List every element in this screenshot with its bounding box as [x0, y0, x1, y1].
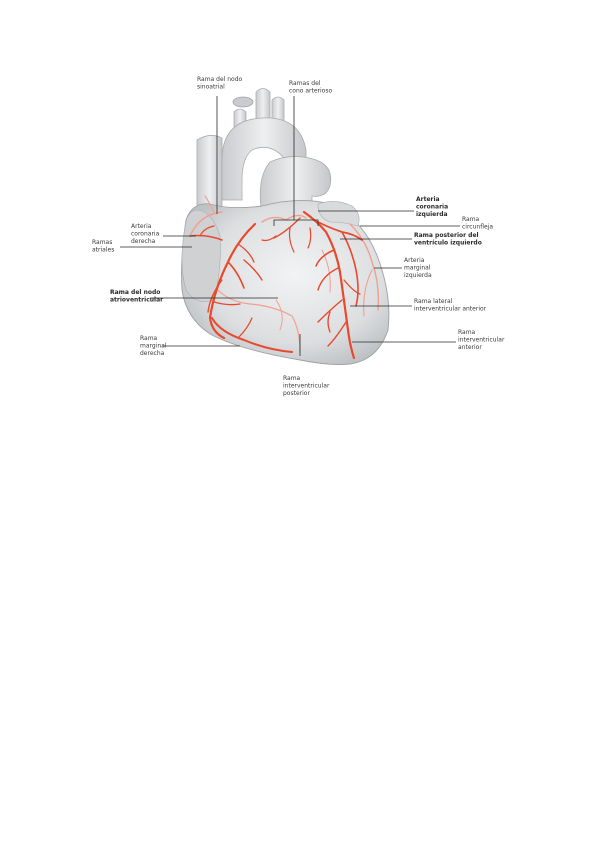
label-line: posterior	[283, 390, 310, 397]
right-atrium	[181, 209, 221, 302]
label-line: coronaria	[131, 231, 160, 238]
label-line: atrioventricular	[110, 297, 163, 304]
label-line: sinoatrial	[197, 84, 225, 91]
label-line: derecha	[131, 238, 156, 245]
label-line: ventrículo izquierdo	[414, 240, 482, 247]
heart-body	[181, 199, 390, 365]
label-line: izquierda	[404, 272, 432, 279]
label-line: izquierda	[416, 211, 448, 218]
label-line: interventricular anterior	[414, 306, 487, 313]
label-line: Rama	[458, 329, 476, 336]
label-line: Rama lateral	[414, 298, 453, 305]
superior-vena-cava	[196, 135, 223, 214]
label-line: circunfleja	[462, 224, 493, 231]
label-line: anterior	[458, 344, 482, 351]
leader-lines	[120, 96, 460, 356]
label-line: derecha	[140, 350, 165, 357]
label-line: cono arterioso	[289, 88, 332, 95]
label-line: Rama posterior del	[414, 232, 479, 239]
label-line: Arteria	[131, 223, 152, 230]
label-line: Arteria	[404, 257, 425, 264]
label-line: Rama del nodo	[197, 76, 242, 83]
label-line: Arteria	[416, 196, 440, 203]
label-line: marginal	[140, 343, 167, 350]
coronary-artery-network	[189, 210, 363, 360]
label-line: coronaria	[416, 204, 448, 211]
label-line: atriales	[92, 247, 114, 254]
label-line: Ramas	[92, 239, 112, 246]
label-line: Rama	[140, 335, 158, 342]
left-atrial-appendage	[317, 201, 360, 227]
label-line: marginal	[404, 265, 431, 272]
label-line: interventricular	[283, 383, 330, 390]
vessel-opening	[232, 96, 254, 108]
label-line: Rama del nodo	[110, 289, 160, 296]
label-line: Rama	[462, 216, 480, 223]
label-line: interventricular	[458, 337, 505, 344]
label-line: Rama	[283, 375, 301, 382]
heart-illustration	[181, 88, 390, 365]
label-line: Ramas del	[289, 80, 321, 87]
